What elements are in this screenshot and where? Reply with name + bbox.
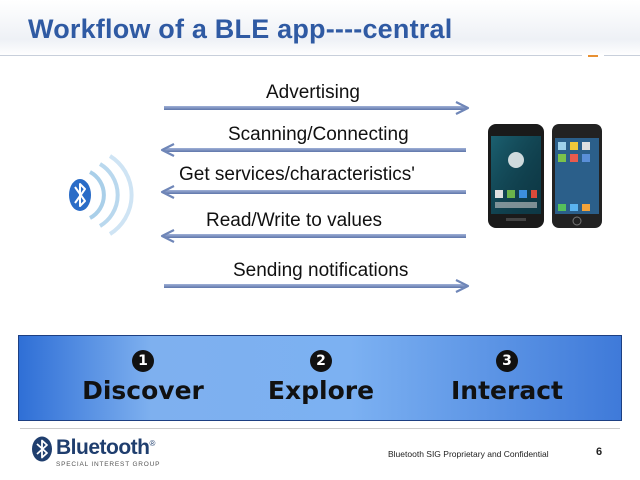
step-label: Interact [451,376,563,405]
flow-arrow-left [160,143,466,157]
flow-label-notifications: Sending notifications [233,260,409,281]
flow-arrow-left [160,185,466,199]
step-discover: 1 Discover [53,336,233,422]
step-number-badge: 2 [310,350,332,372]
confidential-notice: Bluetooth SIG Proprietary and Confidenti… [388,449,549,459]
bluetooth-signal-icon [69,154,134,236]
flow-label-advertising: Advertising [266,82,360,103]
header-accent [588,55,598,57]
page-number: 6 [596,446,603,458]
step-label: Explore [267,376,375,405]
step-number-badge: 3 [496,350,518,372]
step-explore: 2 Explore [231,336,411,422]
slide-header: Workflow of a BLE app----central [0,0,640,57]
flow-arrow-right [164,279,470,293]
flow-label-scanning-connecting: Scanning/Connecting [228,124,409,145]
header-rule [0,55,582,56]
bluetooth-sig-subtitle: SPECIAL INTEREST GROUP [56,461,161,468]
bluetooth-logo-icon [32,436,52,462]
step-interact: 3 Interact [417,336,597,422]
android-phone-icon [488,124,544,228]
flow-arrow-right [164,101,470,115]
steps-bar: 1 Discover 2 Explore 3 Interact [18,335,622,421]
flow-label-get-services: Get services/characteristics' [179,164,415,185]
step-number-badge: 1 [132,350,154,372]
step-label: Discover [82,376,204,405]
bluetooth-wordmark: Bluetooth® [56,436,155,459]
flow-label-read-write: Read/Write to values [206,210,383,231]
slide-title: Workflow of a BLE app----central [28,14,453,44]
iphone-icon [552,124,602,228]
footer-rule [20,428,620,429]
header-rule-right [604,55,640,56]
flow-arrow-left [160,229,466,243]
phones-illustration [488,124,602,228]
